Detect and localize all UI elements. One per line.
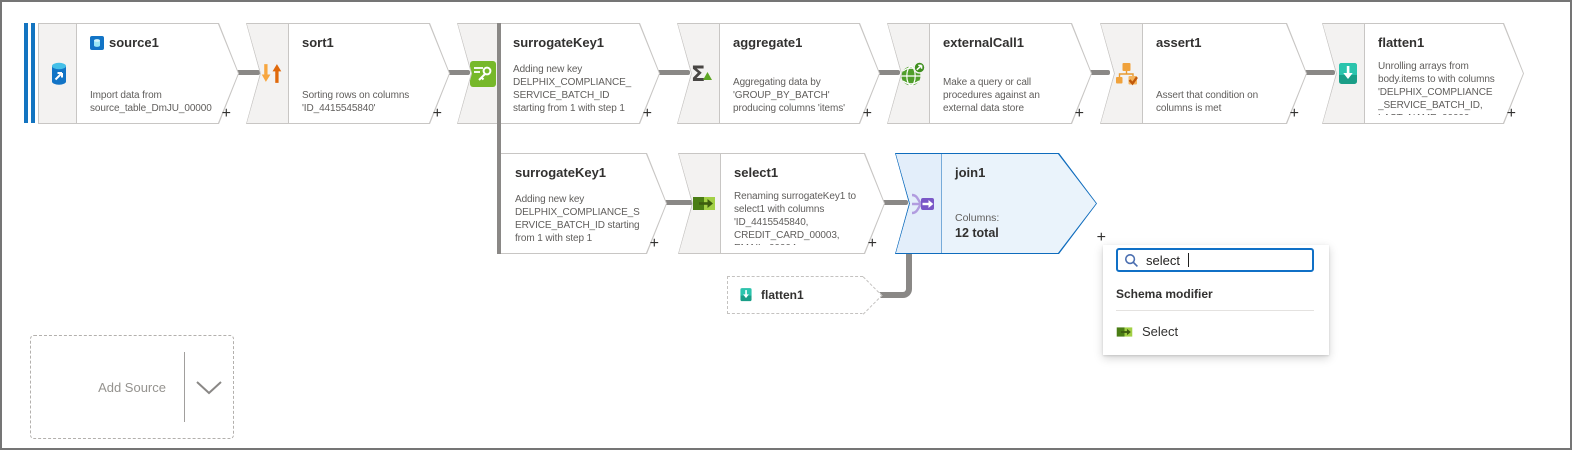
node-title: aggregate1	[733, 35, 803, 50]
assert-icon	[1101, 24, 1143, 123]
svg-text:Σ: Σ	[691, 62, 705, 86]
node-description: Import data from source_table_DmJU_00000	[90, 90, 212, 114]
add-transformation-button[interactable]: +	[221, 105, 231, 122]
columns-count: 12 total	[955, 226, 999, 240]
add-transformation-button[interactable]: +	[867, 235, 877, 252]
surrogate-key-icon	[458, 24, 500, 123]
flow-node-surrogatekey1-branch[interactable]: surrogateKey1 Adding new key DELPHIX_COM…	[499, 153, 667, 254]
select-icon	[1116, 326, 1133, 338]
node-title: flatten1	[761, 288, 804, 302]
node-description: Adding new key DELPHIX_COMPLIANCE_SERVIC…	[515, 194, 640, 244]
add-source-button[interactable]: Add Source	[30, 335, 234, 439]
source-dataset-icon	[39, 24, 77, 123]
connector	[442, 70, 470, 75]
flow-node-join1[interactable]: join1 Columns: 12 total +	[895, 153, 1106, 254]
flow-node-surrogatekey1[interactable]: surrogateKey1 Adding new key DELPHIX_COM…	[457, 23, 660, 124]
flatten-icon	[738, 287, 754, 303]
flow-node-aggregate1[interactable]: Σ aggregate1 Aggregating data by 'GROUP_…	[677, 23, 880, 124]
sql-database-icon	[90, 36, 104, 50]
add-transformation-button[interactable]: +	[1096, 229, 1106, 246]
join-icon	[896, 154, 942, 253]
flow-node-select1[interactable]: select1 Renaming surrogateKey1 to select…	[678, 153, 885, 254]
dropdown-item-label: Select	[1142, 324, 1179, 339]
flatten-icon	[1323, 24, 1365, 123]
columns-label: Columns:	[955, 212, 1000, 224]
transformation-search-input[interactable]: select	[1116, 248, 1314, 272]
flow-node-flatten1-reference[interactable]: flatten1	[727, 276, 883, 315]
dropdown-item-select[interactable]: Select	[1116, 324, 1314, 339]
node-title: surrogateKey1	[513, 35, 605, 50]
sort-icon	[247, 24, 289, 123]
stream-selection-bars	[24, 23, 35, 123]
add-transformation-button[interactable]: +	[1289, 105, 1299, 122]
node-title: flatten1	[1378, 35, 1425, 50]
flow-node-flatten1[interactable]: flatten1 Unrolling arrays from body.item…	[1322, 23, 1524, 124]
add-source-label: Add Source	[98, 379, 166, 395]
node-description: Assert that condition on columns is met	[1156, 90, 1259, 114]
dropdown-section-label: Schema modifier	[1116, 287, 1213, 301]
branch-connector	[497, 23, 501, 254]
external-call-icon	[888, 24, 930, 123]
node-title: source1	[109, 35, 159, 50]
add-transformation-button[interactable]: +	[862, 105, 872, 122]
connector	[652, 70, 690, 75]
add-transformation-button[interactable]: +	[1074, 105, 1084, 122]
aggregate-icon: Σ	[678, 24, 720, 123]
node-title: assert1	[1156, 35, 1202, 50]
connector	[230, 70, 260, 75]
flow-node-assert1[interactable]: assert1 Assert that condition on columns…	[1100, 23, 1307, 124]
flow-node-source1[interactable]: source1 Import data from source_table_Dm…	[38, 23, 239, 124]
node-description: Renaming surrogateKey1 to select1 with c…	[734, 191, 857, 241]
chevron-down-icon	[194, 379, 224, 396]
search-icon	[1124, 253, 1139, 268]
connector	[878, 200, 908, 205]
text-cursor	[1187, 253, 1189, 267]
add-transformation-button[interactable]: +	[642, 105, 652, 122]
add-transformation-button[interactable]: +	[432, 105, 442, 122]
transformation-picker-dropdown: select Schema modifier Select	[1103, 245, 1329, 355]
flow-node-externalcall1[interactable]: externalCall1 Make a query or call proce…	[887, 23, 1092, 124]
search-query-text: select	[1146, 252, 1180, 268]
node-title: select1	[734, 165, 779, 180]
elbow-connector	[876, 253, 912, 298]
flow-node-sort1[interactable]: sort1 Sorting rows on columns 'ID_441554…	[246, 23, 450, 124]
add-transformation-button[interactable]: +	[1506, 105, 1516, 122]
node-description: Aggregating data by 'GROUP_BY_BATCH' pro…	[733, 77, 845, 114]
select-icon	[679, 154, 721, 253]
node-title: sort1	[302, 35, 334, 50]
node-description: Adding new key DELPHIX_COMPLIANCE_SERVIC…	[513, 64, 632, 114]
node-title: join1	[955, 165, 986, 180]
node-description: Unrolling arrays from body.items to with…	[1378, 61, 1495, 111]
add-source-menu-toggle[interactable]	[185, 336, 233, 438]
dropdown-divider	[1116, 310, 1314, 311]
node-title: surrogateKey1	[515, 165, 607, 180]
connector	[660, 200, 696, 205]
node-description: Make a query or call procedures against …	[943, 77, 1040, 114]
connector	[1084, 70, 1110, 75]
add-transformation-button[interactable]: +	[649, 235, 659, 252]
node-title: externalCall1	[943, 35, 1024, 50]
connector	[872, 70, 900, 75]
node-description: Sorting rows on columns 'ID_4415545840'	[302, 90, 410, 114]
add-source-divider	[184, 352, 185, 422]
connector	[1299, 70, 1335, 75]
